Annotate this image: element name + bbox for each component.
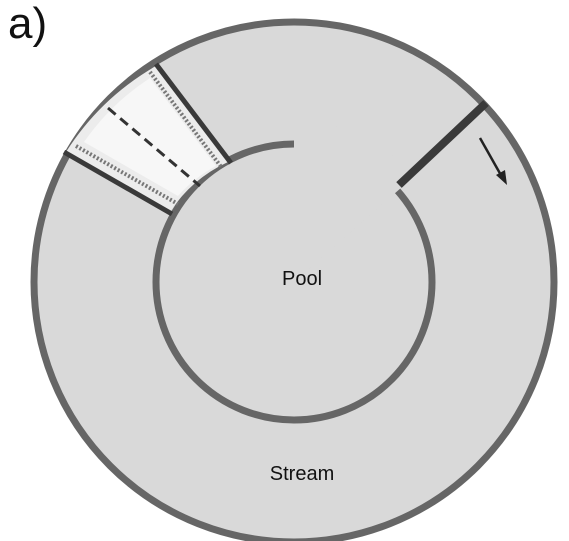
section-wall-right: [154, 62, 233, 165]
section-wall-left: [62, 149, 174, 217]
pool-opening-fill: [294, 120, 414, 282]
pool-label: Pool: [282, 268, 322, 290]
flow-arrow-head: [496, 170, 507, 185]
section-centerline: [107, 106, 201, 188]
stream-label: Stream: [270, 463, 334, 485]
flow-arrow-shaft: [478, 137, 504, 178]
barrier-wall: [396, 100, 489, 188]
test-section-inner: [84, 78, 216, 196]
screen-right: [148, 70, 224, 170]
screen-left: [75, 144, 179, 206]
panel-label: a): [8, 0, 48, 48]
